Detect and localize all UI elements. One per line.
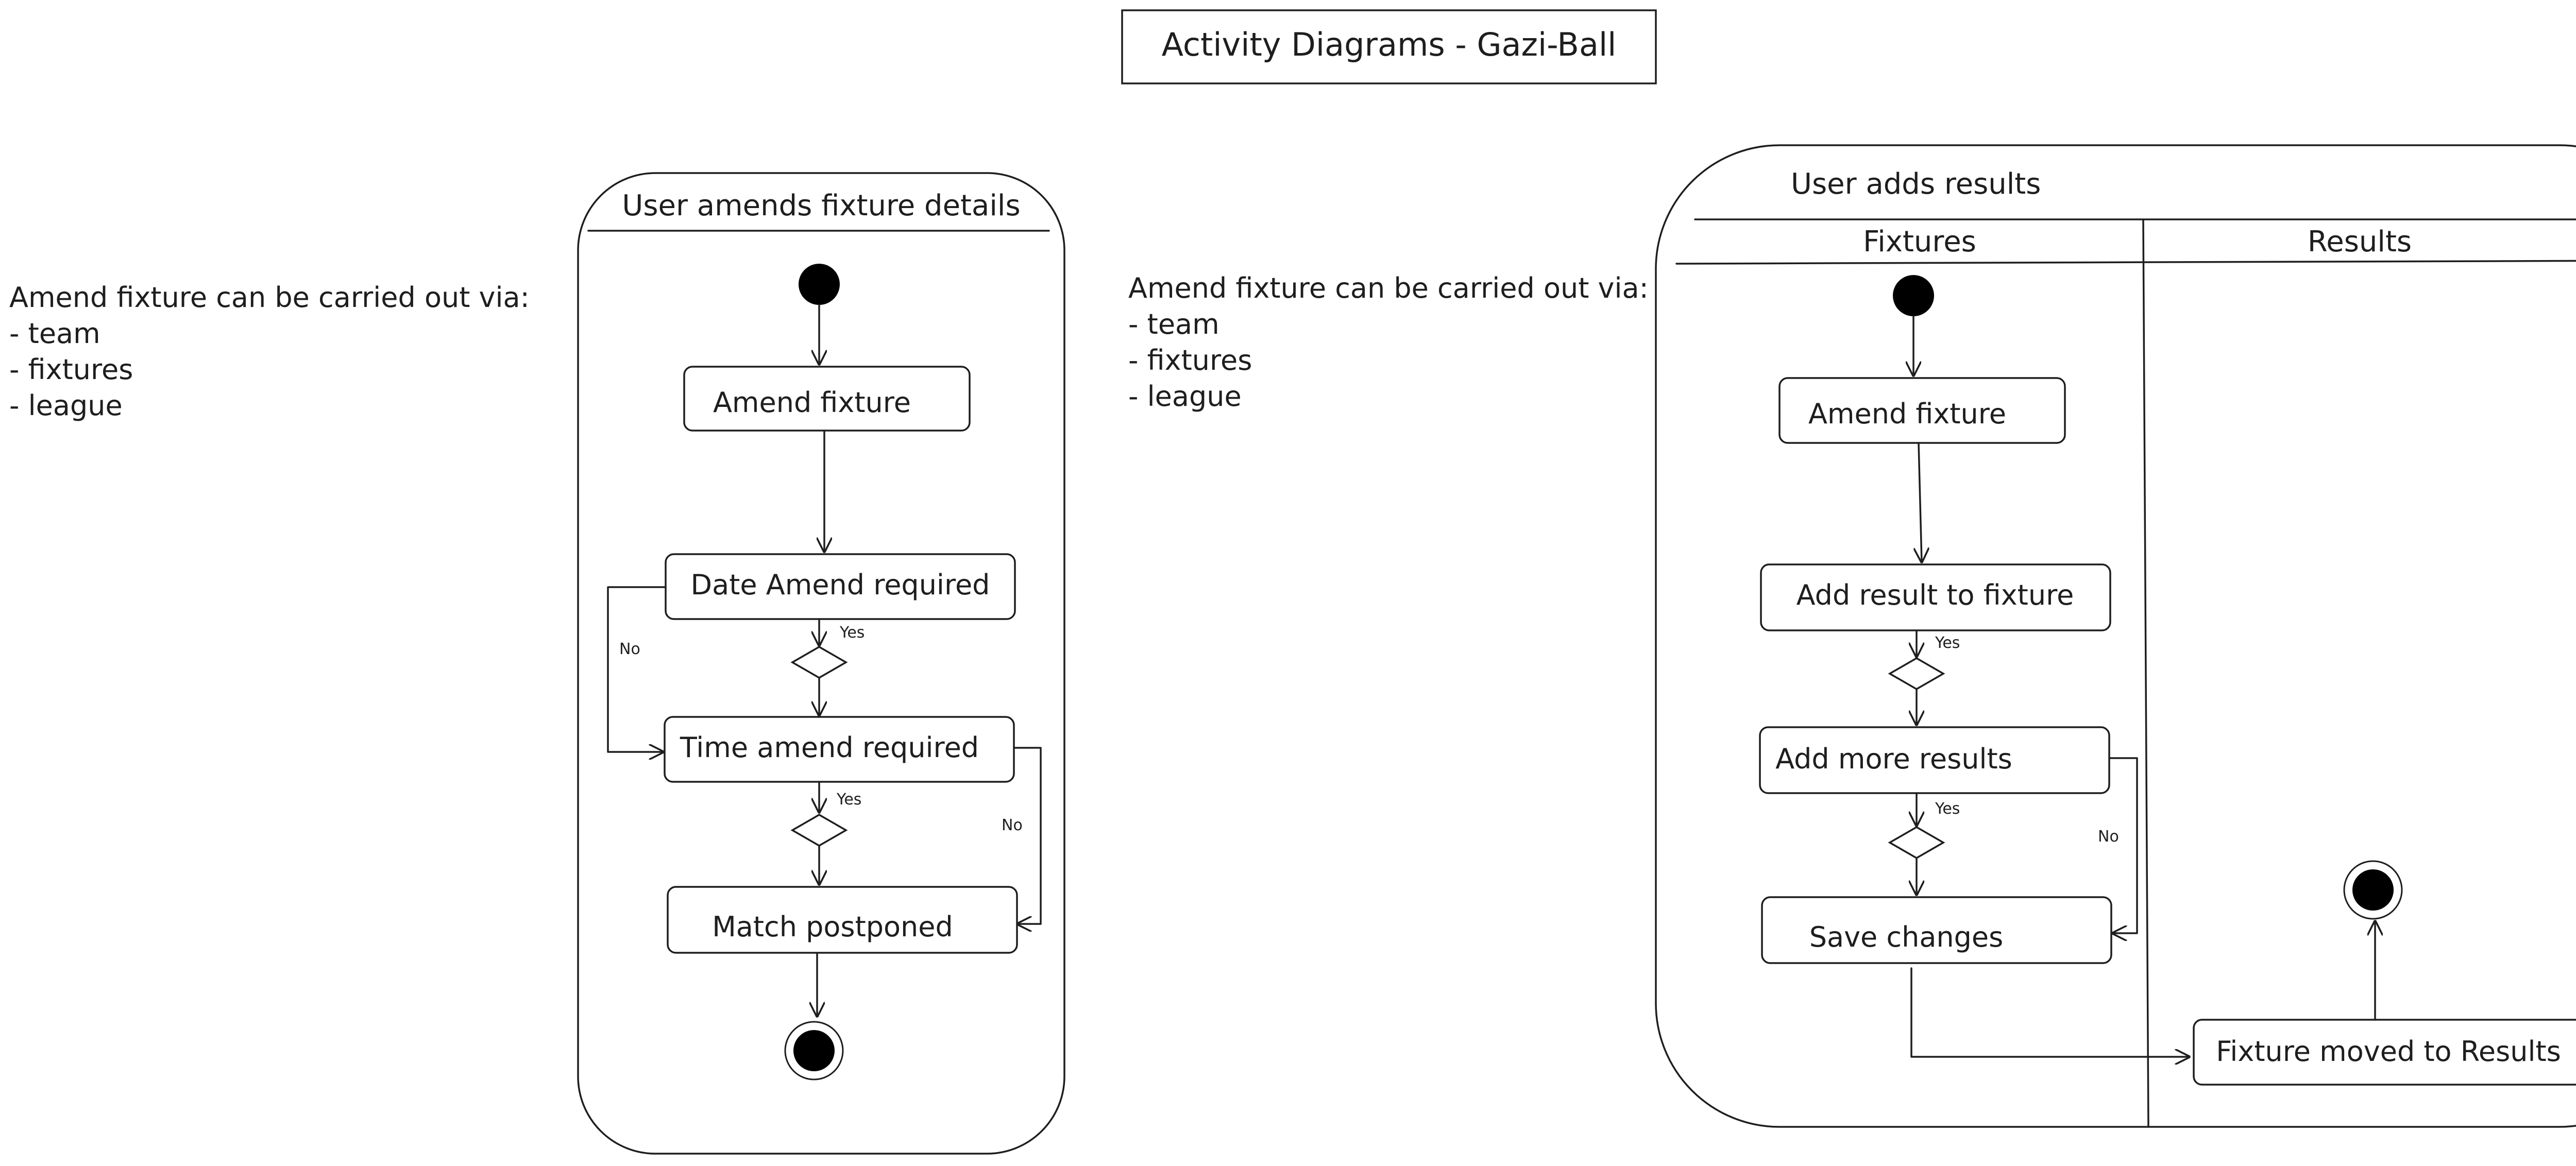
action-label: Amend fixture <box>1808 398 2006 430</box>
note-left-line4: - league <box>9 389 123 422</box>
note-left-line3: - fixtures <box>9 353 133 386</box>
action-amend-fixture <box>1778 377 2066 444</box>
no-label: No <box>619 640 640 658</box>
action-label: Match postponed <box>712 911 953 943</box>
final-node <box>2352 869 2394 911</box>
note-middle-line2: - team <box>1128 308 1219 340</box>
note-left-line1: Amend fixture can be carried out via: <box>9 281 530 314</box>
action-label: Amend fixture <box>713 386 911 419</box>
diagram-title: Activity Diagrams - Gazi-Ball <box>1162 26 1617 63</box>
action-amend-fixture <box>683 366 971 432</box>
diagram1-title: User amends fixture details <box>622 189 1020 222</box>
action-label: Date Amend required <box>691 569 990 601</box>
note-middle-line1: Amend fixture can be carried out via: <box>1128 272 1649 304</box>
action-label: Add result to fixture <box>1797 579 2074 611</box>
action-add-more <box>1759 726 2110 794</box>
lane-results-label: Results <box>2308 225 2412 259</box>
yes-label: Yes <box>1935 634 1960 652</box>
action-save-changes <box>1761 896 2112 964</box>
yes-label: Yes <box>836 791 861 809</box>
action-label: Save changes <box>1809 921 2004 953</box>
note-middle-line4: - league <box>1128 380 1242 413</box>
no-label: No <box>2098 828 2119 846</box>
action-match-postponed <box>667 886 1018 954</box>
swimlane-frame <box>1655 144 2576 1128</box>
diagram2-title: User adds results <box>1791 167 2041 201</box>
initial-node <box>799 264 840 305</box>
decision-node <box>1888 657 1945 691</box>
activity-diagram-add-results: User adds results Fixtures Results Amend… <box>1655 144 2576 1128</box>
title-box: Activity Diagrams - Gazi-Ball <box>1121 9 1657 84</box>
lane-fixtures-label: Fixtures <box>1863 225 1976 259</box>
action-label: Add more results <box>1775 743 2012 775</box>
note-middle: Amend fixture can be carried out via: - … <box>1128 272 1649 413</box>
final-node <box>793 1030 835 1071</box>
note-middle-line3: - fixtures <box>1128 344 1252 376</box>
yes-label: Yes <box>839 624 865 642</box>
activity-diagram-amend-fixture: User amends fixture details Amend fixtur… <box>577 172 1065 1155</box>
initial-node <box>1893 275 1934 316</box>
action-fixture-moved <box>2193 1019 2576 1086</box>
no-label: No <box>1002 816 1023 834</box>
action-time-amend <box>664 716 1015 783</box>
note-left-line2: - team <box>9 317 100 350</box>
action-label: Fixture moved to Results <box>2216 1035 2561 1068</box>
decision-node <box>790 645 848 679</box>
action-label: Time amend required <box>680 731 979 764</box>
action-add-result <box>1760 563 2111 631</box>
swimlane-frame <box>577 172 1065 1155</box>
decision-node <box>790 813 848 847</box>
decision-node <box>1888 826 1945 860</box>
yes-label: Yes <box>1935 800 1960 818</box>
note-left: Amend fixture can be carried out via: - … <box>9 281 530 422</box>
